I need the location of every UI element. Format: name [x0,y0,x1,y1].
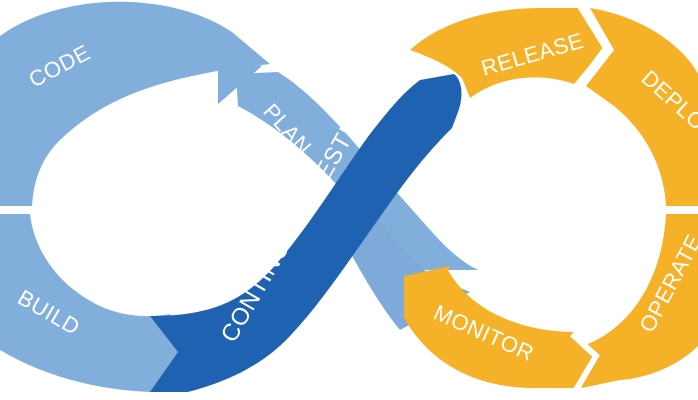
continuous-testing-arrow [150,74,462,392]
monitor-arrow-tip [404,266,450,318]
monitor-segment [404,270,596,388]
divider-release-deploy [575,4,610,88]
release-segment [410,8,604,98]
divider-code-build [0,206,32,214]
divider-operate-monitor [569,331,600,392]
build-segment [0,214,200,392]
operate-segment [566,214,698,388]
deploy-segment [586,8,698,206]
code-segment [0,1,270,207]
divider-deploy-operate [664,206,698,214]
